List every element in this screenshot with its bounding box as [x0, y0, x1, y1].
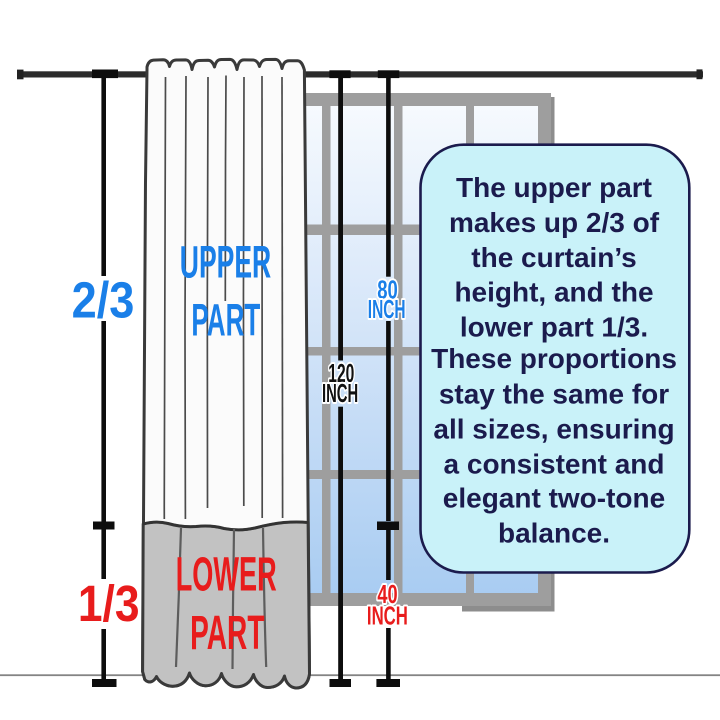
svg-text:lower part 1/3.: lower part 1/3.: [460, 311, 648, 342]
svg-text:PART: PART: [190, 606, 264, 660]
svg-text:1/3: 1/3: [78, 576, 140, 633]
svg-text:a consistent and: a consistent and: [444, 448, 665, 479]
svg-text:80: 80: [377, 275, 398, 304]
svg-text:INCH: INCH: [322, 380, 358, 408]
svg-text:height, and the: height, and the: [454, 277, 653, 308]
svg-text:the curtain’s: the curtain’s: [471, 242, 636, 273]
svg-text:The upper part: The upper part: [456, 172, 652, 203]
svg-text:40: 40: [377, 580, 397, 609]
svg-text:elegant two-tone: elegant two-tone: [443, 483, 665, 514]
svg-text:These proportions: These proportions: [431, 343, 677, 374]
svg-text:2/3: 2/3: [72, 272, 135, 329]
svg-text:all sizes, ensuring: all sizes, ensuring: [433, 414, 674, 445]
svg-text:120: 120: [328, 359, 354, 388]
svg-text:LOWER: LOWER: [176, 548, 277, 601]
svg-text:INCH: INCH: [368, 295, 406, 324]
svg-text:UPPER: UPPER: [180, 237, 271, 287]
svg-text:stay the same for: stay the same for: [439, 379, 669, 410]
svg-text:makes up 2/3 of: makes up 2/3 of: [449, 207, 660, 238]
svg-text:INCH: INCH: [367, 601, 408, 631]
svg-text:balance.: balance.: [498, 517, 610, 548]
svg-text:PART: PART: [191, 295, 260, 345]
